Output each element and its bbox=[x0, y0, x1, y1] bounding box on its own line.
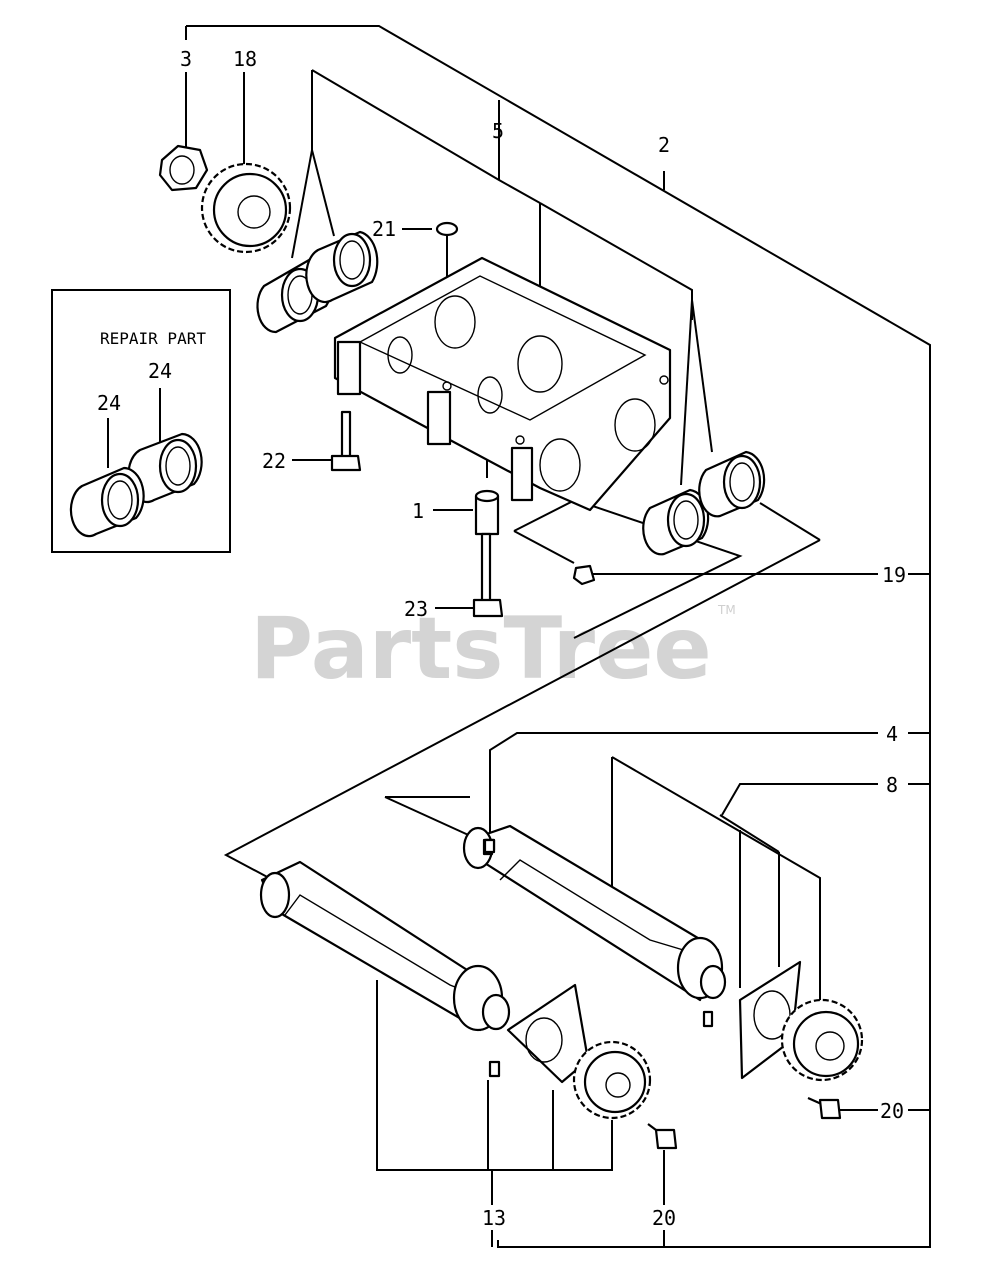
leader-lines bbox=[185, 25, 931, 1248]
callout-19: 19 bbox=[882, 563, 906, 587]
shaft-upper bbox=[462, 824, 727, 1028]
callout-2: 2 bbox=[658, 133, 670, 157]
pin-part-top bbox=[483, 838, 496, 854]
callout-18: 18 bbox=[233, 47, 257, 71]
repair-label-24b: 24 bbox=[97, 391, 121, 415]
gear-part bbox=[200, 162, 292, 254]
bolt-20-right bbox=[807, 1096, 842, 1120]
gear-upper bbox=[780, 998, 864, 1082]
callout-23: 23 bbox=[404, 597, 428, 621]
callout-22: 22 bbox=[262, 449, 286, 473]
callout-8: 8 bbox=[886, 773, 898, 797]
callout-1: 1 bbox=[412, 499, 424, 523]
plug-part bbox=[572, 564, 596, 586]
shaft-lower bbox=[259, 860, 511, 1078]
housing-block bbox=[333, 256, 672, 512]
gear-lower bbox=[572, 1040, 652, 1120]
bolt-20-bottom bbox=[647, 1123, 678, 1150]
bolt-23 bbox=[472, 532, 504, 618]
callout-labels: 3 18 5 2 21 22 1 23 19 4 8 20 13 20 bbox=[180, 47, 906, 1230]
bearing-pair-right bbox=[642, 450, 766, 556]
repair-label-24a: 24 bbox=[148, 359, 172, 383]
bolt-22 bbox=[330, 410, 362, 472]
bearing-pair-upper bbox=[256, 230, 379, 334]
callout-13: 13 bbox=[482, 1206, 506, 1230]
watermark-tm: TM bbox=[717, 603, 736, 617]
callout-5: 5 bbox=[492, 119, 504, 143]
callout-4: 4 bbox=[886, 722, 898, 746]
callout-21: 21 bbox=[372, 217, 396, 241]
repair-part-title: REPAIR PART bbox=[100, 329, 206, 348]
o-ring-part bbox=[435, 221, 459, 237]
callout-20-right: 20 bbox=[880, 1099, 904, 1123]
bushing-part bbox=[474, 489, 500, 536]
repair-part-box: REPAIR PART 24 24 bbox=[51, 289, 231, 553]
nut-part bbox=[158, 144, 209, 192]
callout-3: 3 bbox=[180, 47, 192, 71]
callout-20-bottom: 20 bbox=[652, 1206, 676, 1230]
